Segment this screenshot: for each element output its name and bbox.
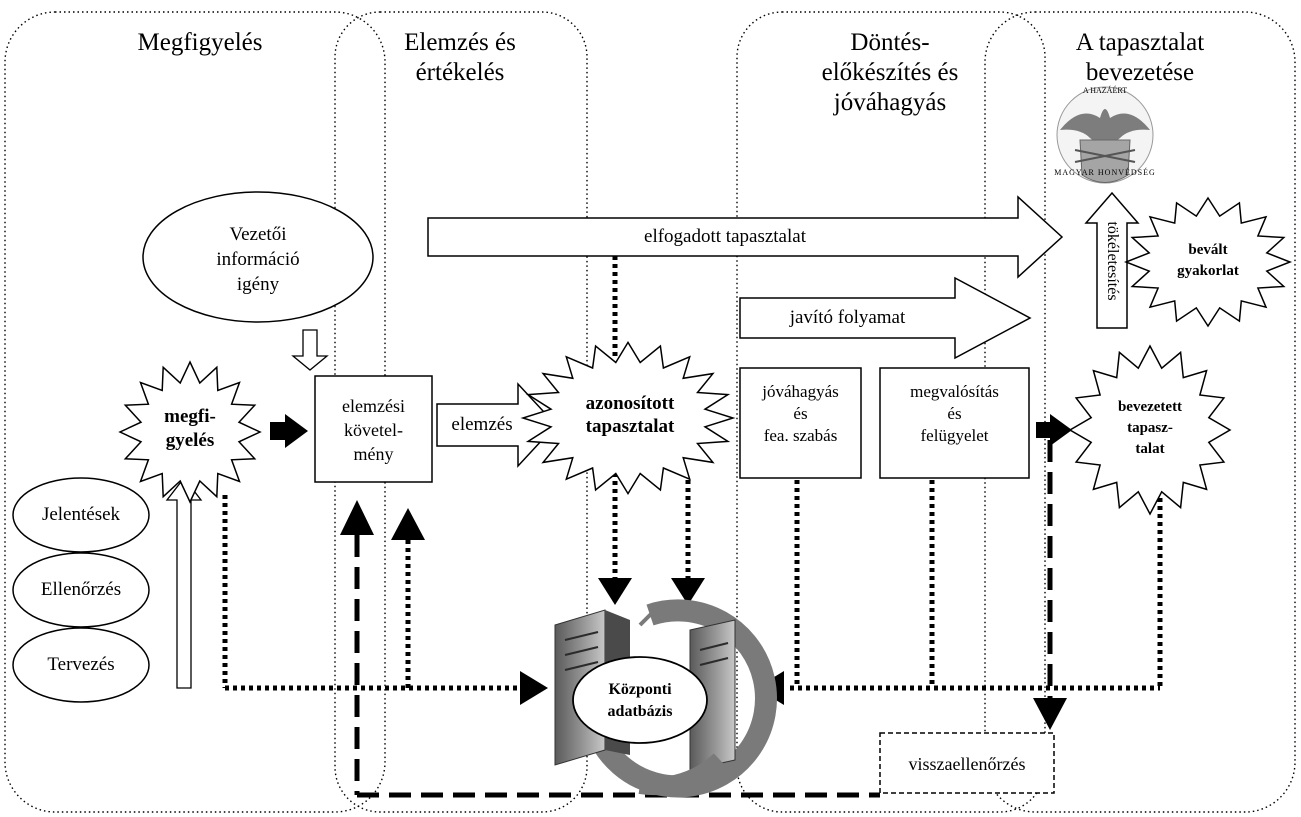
bevezetett-starburst [1068,344,1232,516]
tervezes-label: Tervezés [47,654,115,675]
input-up-arrow [165,476,203,689]
visszaellenorzes-label: visszaellenőrzés [908,754,1026,774]
column-title-elemzes: Elemzés és értékelés [404,29,516,86]
lane-elemzes [334,11,588,813]
lane-dontes [736,11,1046,813]
javito-label: javító folyamat [789,307,906,328]
elfogadott-arrow [427,195,1064,279]
lane-megfigyeles [4,11,386,813]
tokeletesites-label: tökéletesítés [1104,221,1121,301]
elemzesi-box [314,375,433,483]
bevalt-label: bevált gyakorlat [1177,242,1239,279]
tervezes-ellipse [12,627,150,703]
vezetoi-down-arrow [291,329,329,371]
jovahagyas-box [739,367,862,479]
jelentesek-label: Jelentések [41,504,121,525]
azonositott-label: azonosított tapasztalat [585,393,675,437]
vezetoi-label: Vezetői információ igény [216,224,300,295]
column-title-dontes: Döntés- előkészítés és jóváhagyás [821,29,959,116]
kozponti-label: Központi adatbázis [607,681,673,720]
lane-bevezetes [984,11,1296,813]
megvalositas-box [879,367,1030,479]
visszaellenorzes-box [879,732,1055,794]
jovahagyas-label: jóváhagyás és fea. szabás [762,382,839,445]
column-title-megfigyeles: Megfigyelés [137,29,263,56]
azonositott-starburst [520,340,736,496]
vezetoi-ellipse [142,191,374,323]
javito-arrow [739,276,1032,360]
elfogadott-label: elfogadott tapasztalat [644,226,806,247]
megvalositas-label: megvalósítás és felügyelet [910,382,999,445]
emblem-top-text: A HAZÁÉRT [1082,86,1128,95]
megfigyeles-label: megfi- gyelés [164,406,216,451]
kozponti-ellipse [572,656,708,744]
megfigyeles-starburst [118,360,262,504]
elemzesi-label: elemzési követel- mény [342,396,405,464]
tokeletesites-arrow [1084,191,1140,329]
elemzes-arrow [436,382,558,468]
honvedseg-emblem-icon [1056,86,1154,184]
ellenorzes-label: Ellenőrzés [40,579,122,600]
column-title-bevezetes: A tapasztalat bevezetése [1075,29,1205,86]
elemzes-label: elemzés [451,414,513,435]
bevalt-starburst [1123,196,1293,328]
jelentesek-ellipse [12,477,150,553]
ellenorzes-ellipse [12,552,150,628]
emblem-bottom-text: MAGYAR HONVÉDSÉG [1054,168,1156,177]
database-icon [554,599,777,798]
bevezetett-label: bevezetett tapasz- talat [1117,399,1183,457]
